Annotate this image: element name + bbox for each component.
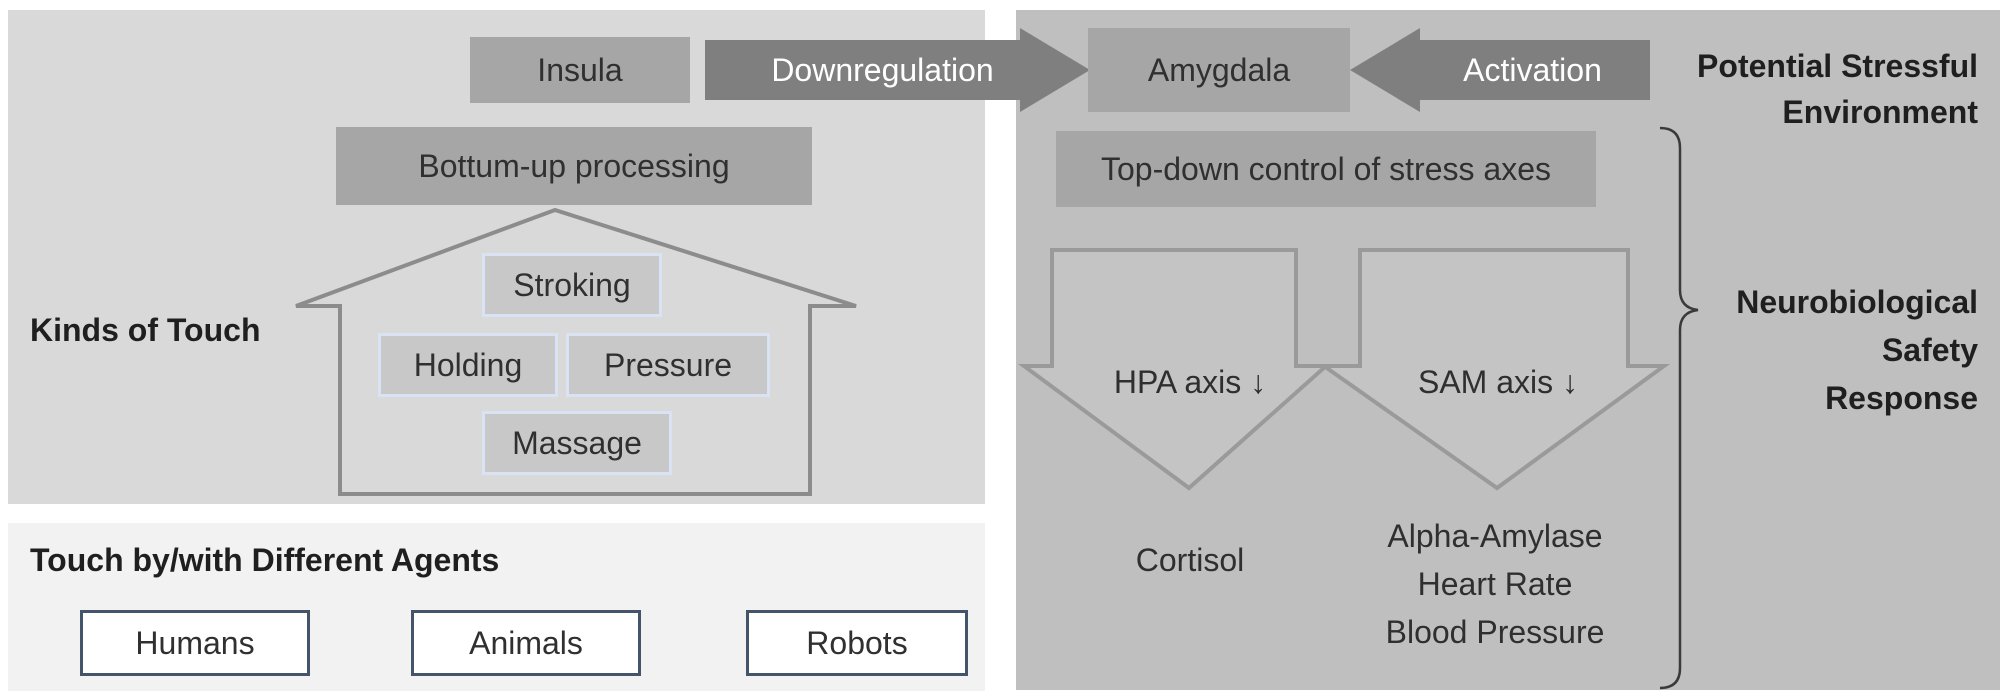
safety-response-brace bbox=[1659, 126, 1699, 690]
stressful-environment-label-1: Potential Stressful bbox=[1697, 48, 1978, 84]
agent-animals: Animals bbox=[411, 610, 641, 676]
bottom-up-processing-box: Bottum-up processing bbox=[336, 127, 812, 205]
sam-axis-arrow bbox=[1317, 248, 1671, 491]
alpha-amylase-output: Alpha-Amylase bbox=[1387, 518, 1603, 554]
touch-holding: Holding bbox=[378, 333, 558, 397]
sam-axis-label: SAM axis ↓ bbox=[1417, 364, 1579, 400]
stressful-environment-label-2: Environment bbox=[1782, 94, 1978, 130]
blood-pressure-output: Blood Pressure bbox=[1385, 614, 1605, 650]
agent-humans: Humans bbox=[80, 610, 310, 676]
kinds-of-touch-label: Kinds of Touch bbox=[30, 312, 261, 348]
safety-response-label-2: Safety bbox=[1881, 332, 1978, 368]
downregulation-arrow bbox=[705, 28, 1090, 112]
cortisol-output: Cortisol bbox=[1135, 542, 1245, 578]
agent-robots: Robots bbox=[746, 610, 968, 676]
heart-rate-output: Heart Rate bbox=[1417, 566, 1573, 602]
house-outline bbox=[295, 207, 857, 496]
hpa-axis-arrow bbox=[1017, 248, 1332, 491]
safety-response-label-1: Neurobiological bbox=[1736, 284, 1978, 320]
insula-box: Insula bbox=[470, 37, 690, 103]
touch-massage: Massage bbox=[482, 411, 672, 475]
top-down-control-box: Top-down control of stress axes bbox=[1056, 131, 1596, 207]
safety-response-label-3: Response bbox=[1825, 380, 1978, 416]
hpa-axis-label: HPA axis ↓ bbox=[1113, 364, 1267, 400]
touch-stroking: Stroking bbox=[482, 253, 662, 317]
downregulation-label: Downregulation bbox=[771, 51, 994, 88]
activation-arrow bbox=[1350, 28, 1650, 112]
agents-title: Touch by/with Different Agents bbox=[30, 542, 500, 578]
activation-label: Activation bbox=[1463, 51, 1602, 88]
touch-pressure: Pressure bbox=[566, 333, 770, 397]
amygdala-box: Amygdala bbox=[1088, 28, 1350, 112]
